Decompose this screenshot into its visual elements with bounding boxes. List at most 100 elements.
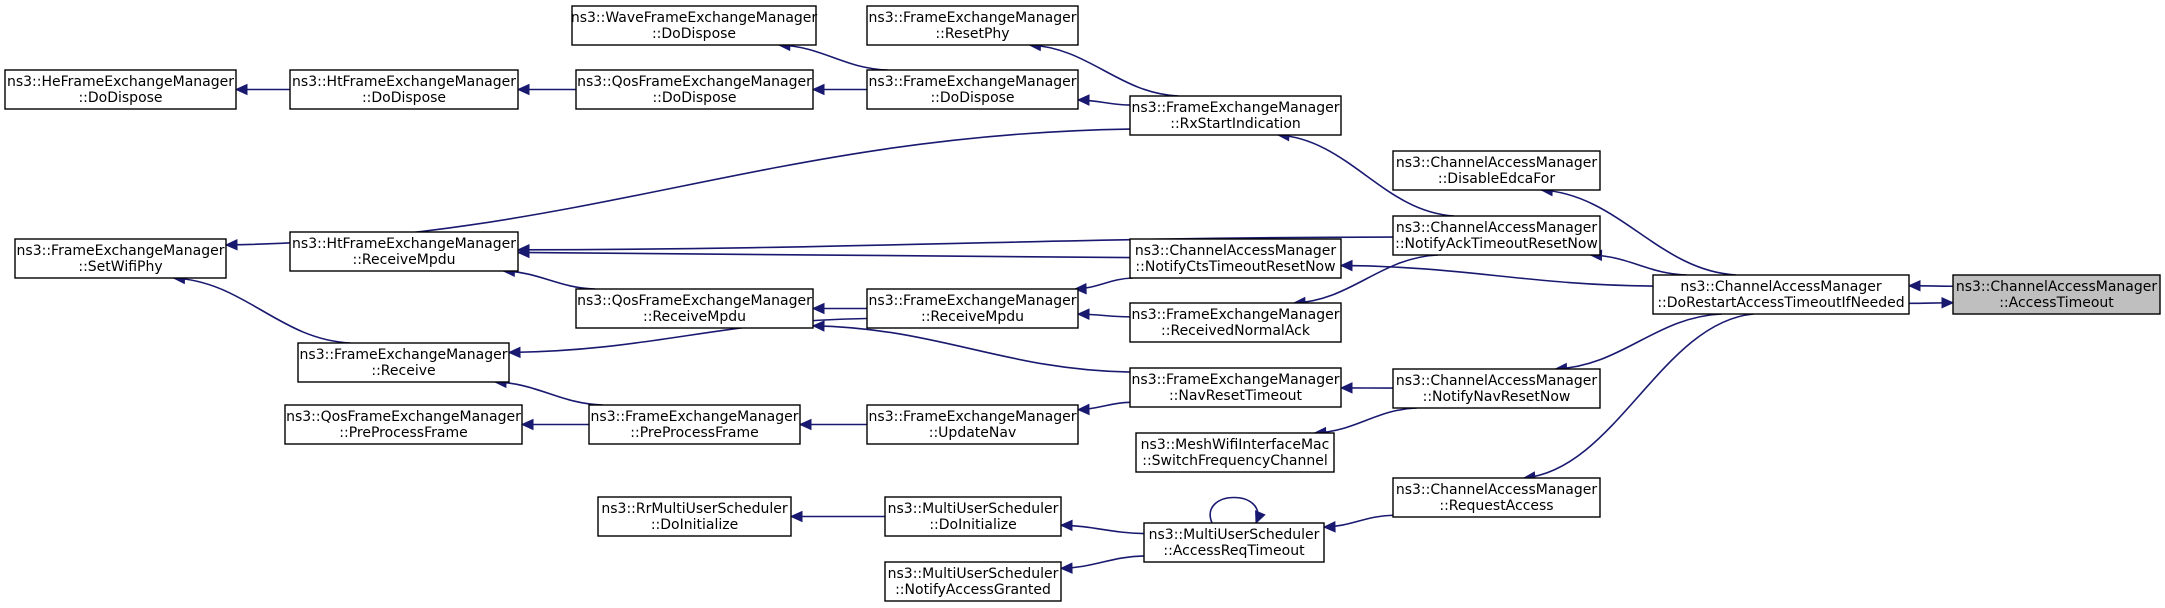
node-at: ns3::ChannelAccessManager::AccessTimeout: [1952, 274, 2161, 315]
node-method-label: ::DoDispose: [78, 90, 162, 106]
node-fpp[interactable]: ns3::FrameExchangeManager::PreProcessFra…: [588, 404, 801, 445]
node-class-label: ns3::QosFrameExchangeManager: [577, 293, 812, 309]
arrowhead-icon: [1059, 562, 1073, 574]
node-nrt[interactable]: ns3::FrameExchangeManager::NavResetTimeo…: [1129, 367, 1342, 408]
node-hedd[interactable]: ns3::HeFrameExchangeManager::DoDispose: [4, 69, 237, 110]
node-de[interactable]: ns3::ChannelAccessManager::DisableEdcaFo…: [1392, 150, 1601, 191]
node-method-label: ::NotifyNavResetNow: [1423, 389, 1571, 405]
node-method-label: ::AccessReqTimeout: [1163, 543, 1305, 559]
edge-fr-to-swp: [172, 272, 351, 344]
arrowhead-icon: [1339, 259, 1353, 272]
node-method-label: ::DoDispose: [930, 90, 1014, 106]
node-class-label: ns3::QosFrameExchangeManager: [286, 409, 521, 425]
node-un[interactable]: ns3::FrameExchangeManager::UpdateNav: [866, 404, 1079, 445]
node-box: [4, 69, 237, 110]
arrowhead-icon: [1076, 308, 1090, 320]
node-qpp[interactable]: ns3::QosFrameExchangeManager::PreProcess…: [284, 404, 523, 445]
node-ra[interactable]: ns3::ChannelAccessManager::RequestAccess: [1392, 477, 1601, 518]
edge-hdd-to-hedd: [234, 83, 290, 96]
node-rna[interactable]: ns3::FrameExchangeManager::ReceivedNorma…: [1129, 302, 1342, 343]
edge-line: [812, 325, 1131, 373]
node-class-label: ns3::FrameExchangeManager: [17, 243, 225, 259]
node-class-label: ns3::ChannelAccessManager: [1956, 279, 2158, 295]
node-box: [575, 288, 814, 329]
node-qrm[interactable]: ns3::QosFrameExchangeManager::ReceiveMpd…: [575, 288, 814, 329]
node-wdd[interactable]: ns3::WaveFrameExchangeManager::DoDispose: [571, 5, 818, 46]
edge-fpp-to-fr: [493, 376, 603, 406]
edge-line: [1590, 254, 1687, 276]
edge-rsi-to-fdd: [1076, 94, 1131, 106]
edge-line: [1293, 254, 1439, 304]
node-rr[interactable]: ns3::RrMultiUserScheduler::DoInitialize: [597, 496, 792, 537]
edge-line: [503, 270, 596, 290]
node-class-label: ns3::MultiUserScheduler: [888, 566, 1059, 582]
node-method-label: ::DoDispose: [652, 26, 736, 42]
node-rp[interactable]: ns3::FrameExchangeManager::ResetPhy: [866, 5, 1079, 46]
edge-rna-to-frm: [1076, 308, 1131, 320]
node-box: [297, 342, 510, 383]
node-hdd[interactable]: ns3::HtFrameExchangeManager::DoDispose: [289, 69, 519, 110]
node-method-label: ::RequestAccess: [1439, 498, 1553, 514]
node-class-label: ns3::FrameExchangeManager: [1132, 372, 1340, 388]
node-method-label: ::NotifyAckTimeoutResetNow: [1395, 236, 1598, 252]
edge-line: [1541, 189, 1737, 276]
node-fr[interactable]: ns3::FrameExchangeManager::Receive: [297, 342, 510, 383]
edge-line: [1209, 496, 1259, 524]
node-class-label: ns3::MultiUserScheduler: [888, 501, 1059, 517]
arrowhead-icon: [1322, 521, 1336, 533]
node-box: [1135, 432, 1335, 473]
node-box: [575, 69, 814, 110]
node-method-label: ::UpdateNav: [929, 425, 1016, 441]
node-box: [1952, 274, 2161, 315]
node-method-label: ::DoDispose: [362, 90, 446, 106]
node-class-label: ns3::QosFrameExchangeManager: [577, 74, 812, 90]
node-rsi[interactable]: ns3::FrameExchangeManager::RxStartIndica…: [1129, 95, 1342, 136]
node-hrm[interactable]: ns3::HtFrameExchangeManager::ReceiveMpdu: [289, 231, 519, 272]
edge-line: [1060, 555, 1145, 570]
node-method-label: ::PreProcessFrame: [339, 425, 467, 441]
node-box: [866, 288, 1079, 329]
node-class-label: ns3::ChannelAccessManager: [1680, 279, 1882, 295]
node-box: [866, 5, 1079, 46]
node-nn[interactable]: ns3::ChannelAccessManager::NotifyNavRese…: [1392, 368, 1601, 409]
arrowhead-icon: [516, 83, 530, 96]
node-class-label: ns3::HtFrameExchangeManager: [292, 236, 516, 252]
edge-nct-to-frm: [1073, 277, 1133, 295]
node-method-label: ::PreProcessFrame: [630, 425, 758, 441]
node-method-label: ::NotifyCtsTimeoutResetNow: [1135, 259, 1335, 275]
node-dr[interactable]: ns3::ChannelAccessManager::DoRestartAcce…: [1652, 274, 1910, 315]
node-class-label: ns3::FrameExchangeManager: [1132, 307, 1340, 323]
node-method-label: ::Receive: [371, 363, 435, 379]
node-swp[interactable]: ns3::FrameExchangeManager::SetWifiPhy: [14, 238, 227, 279]
node-na[interactable]: ns3::ChannelAccessManager::NotifyAckTime…: [1392, 215, 1601, 256]
edge-line: [1029, 44, 1179, 97]
node-art[interactable]: ns3::MultiUserScheduler::AccessReqTimeou…: [1143, 522, 1325, 563]
arrowhead-icon: [1073, 282, 1087, 295]
node-mag[interactable]: ns3::MultiUserScheduler::NotifyAccessGra…: [884, 561, 1062, 602]
node-box: [884, 496, 1062, 537]
node-box: [14, 238, 227, 279]
node-method-label: ::DoInitialize: [929, 517, 1016, 533]
node-method-label: ::AccessTimeout: [1999, 295, 2114, 311]
node-method-label: ::DoRestartAccessTimeoutIfNeeded: [1657, 295, 1904, 311]
arrowhead-icon: [1941, 296, 1955, 309]
edge-nrt-to-un: [1076, 401, 1131, 416]
arrowhead-icon: [811, 302, 825, 315]
node-box: [284, 404, 523, 445]
node-fdd[interactable]: ns3::FrameExchangeManager::DoDispose: [866, 69, 1079, 110]
node-nct[interactable]: ns3::ChannelAccessManager::NotifyCtsTime…: [1129, 238, 1342, 279]
node-class-label: ns3::FrameExchangeManager: [869, 74, 1077, 90]
node-sfc[interactable]: ns3::MeshWifiInterfaceMac::SwitchFrequen…: [1135, 432, 1335, 473]
arrowhead-icon: [1255, 510, 1266, 525]
node-frm[interactable]: ns3::FrameExchangeManager::ReceiveMpdu: [866, 288, 1079, 329]
node-qdd[interactable]: ns3::QosFrameExchangeManager::DoDispose: [575, 69, 814, 110]
node-box: [866, 404, 1079, 445]
node-class-label: ns3::FrameExchangeManager: [300, 347, 508, 363]
node-box: [1129, 95, 1342, 136]
node-mdi[interactable]: ns3::MultiUserScheduler::DoInitialize: [884, 496, 1062, 537]
edge-qdd-to-hdd: [516, 83, 576, 96]
edge-art-to-art: [1209, 496, 1266, 525]
node-box: [1392, 477, 1601, 518]
node-method-label: ::ReceiveMpdu: [921, 309, 1024, 325]
arrowhead-icon: [1059, 519, 1073, 532]
